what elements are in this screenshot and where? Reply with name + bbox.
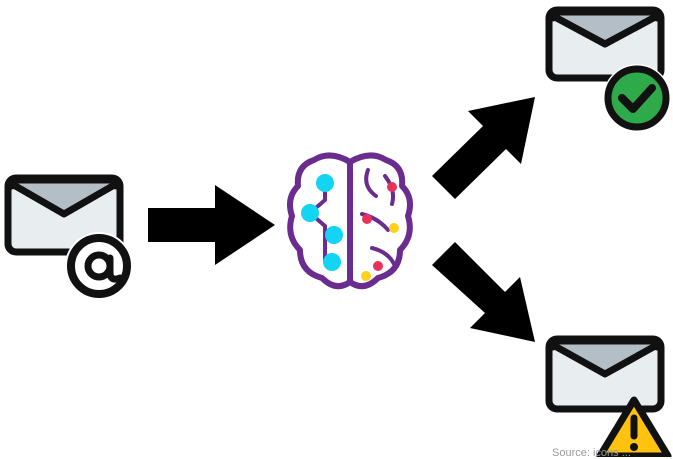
envelope-warning-icon: [545, 335, 673, 457]
envelope-check-icon: [545, 6, 671, 132]
source-note: Source: icons ...: [552, 447, 631, 459]
arrow-to-spam: [432, 242, 535, 342]
arrow-to-classifier: [148, 185, 275, 265]
arrow-to-legit: [432, 97, 535, 199]
envelope-at-icon: [4, 174, 133, 300]
brain-circuit-icon: [287, 152, 413, 290]
